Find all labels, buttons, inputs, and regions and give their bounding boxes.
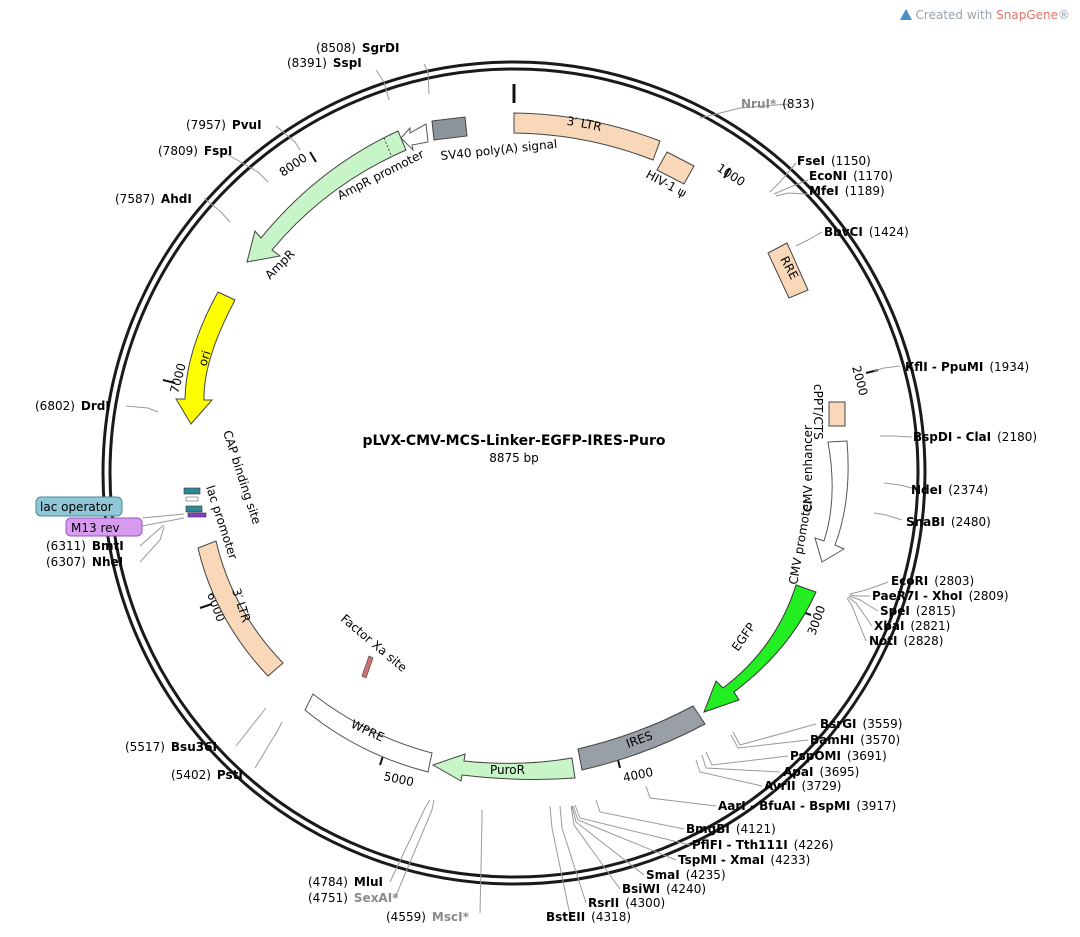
site-s8508[interactable]: (8508)SgrDI [316, 41, 399, 55]
site-s1424[interactable]: BbvCI(1424) [824, 225, 909, 239]
feature-label-cmv-enhancer: CMV enhancer [801, 425, 815, 512]
site-s3729[interactable]: AvrII(3729) [764, 779, 841, 793]
backbone-inner-ring [108, 67, 920, 879]
feature-label-factor-xa: Factor Xa site [338, 612, 410, 675]
site-s4240[interactable]: BsiWI(4240) [622, 882, 706, 896]
feature-rre[interactable] [767, 242, 809, 299]
site-s4559[interactable]: (4559)MscI* [386, 910, 470, 924]
site-s3559[interactable]: BsrGI(3559) [820, 717, 902, 731]
feature-ltr-left[interactable] [197, 540, 284, 677]
feature-label-ori: ori [196, 349, 214, 368]
sites-right: NruI*(833) FseI(1150) EcoNI(1170) MfeI(1… [546, 97, 1037, 924]
site-s8391[interactable]: (8391)SspI [287, 56, 362, 70]
feature-label-egfp: EGFP [729, 620, 758, 653]
site-s2828[interactable]: NotI(2828) [869, 634, 943, 648]
tick-label-2000: 2000 [849, 364, 870, 397]
feature-egfp[interactable] [703, 584, 817, 713]
site-s4121[interactable]: BmgBI(4121) [686, 822, 776, 836]
site-s4751[interactable]: (4751)SexAI* [308, 891, 399, 905]
site-s3695[interactable]: ApaI(3695) [783, 765, 859, 779]
tick-label-4000: 4000 [622, 765, 655, 785]
feature-ires[interactable] [577, 705, 706, 771]
site-s6311[interactable]: (6311)BmtI [46, 539, 124, 553]
feature-label-cap: CAP binding site [220, 429, 264, 526]
site-s4226[interactable]: PflFI - Tth111I(4226) [692, 838, 834, 852]
feature-ori[interactable] [175, 291, 236, 425]
lac-operator-label: lac operator [40, 500, 113, 514]
backbone-outer-ring [101, 60, 927, 886]
site-s4233[interactable]: TspMI - XmaI(4233) [678, 853, 810, 867]
site-s2821[interactable]: XbaI(2821) [874, 619, 950, 633]
site-s4318[interactable]: BstEII(4318) [546, 910, 631, 924]
snapgene-credit: Created with SnapGene® [899, 8, 1070, 22]
feature-puror[interactable] [431, 753, 576, 782]
feature-label-cppt: cPPT/CTS [811, 384, 825, 440]
feature-lac-operator-mark[interactable] [185, 505, 203, 513]
site-s1934[interactable]: KflI - PpuMI(1934) [905, 360, 1029, 374]
plasmid-name: pLVX-CMV-MCS-Linker-EGFP-IRES-Puro [363, 433, 666, 449]
tick-label-8000: 8000 [277, 150, 310, 179]
feature-ampr[interactable] [246, 130, 407, 263]
site-s2803[interactable]: EcoRI(2803) [891, 574, 974, 588]
feature-wpre[interactable] [304, 693, 433, 773]
feature-cap-site[interactable] [183, 487, 201, 495]
feature-sv40[interactable] [431, 116, 468, 141]
m13-rev-label: M13 rev [71, 521, 120, 535]
site-s4784[interactable]: (4784)MluI [308, 875, 383, 889]
site-s5402[interactable]: (5402)PstI [171, 768, 243, 782]
sites-left: (8508)SgrDI (8391)SspI (7957)PvuI (7809)… [35, 41, 470, 924]
site-s1150[interactable]: FseI(1150) [797, 154, 871, 168]
site-s1170[interactable]: EcoNI(1170) [809, 169, 893, 183]
site-s3917[interactable]: AarI - BfuAI - BspMI(3917) [718, 799, 896, 813]
site-s2480[interactable]: SnaBI(2480) [906, 515, 991, 529]
lac-operator-box[interactable] [35, 496, 123, 517]
feature-ltr-top[interactable] [513, 112, 661, 161]
boxed-labels: lac operator M13 rev [35, 496, 143, 537]
site-s4300[interactable]: RsrII(4300) [588, 896, 665, 910]
feature-cmv[interactable] [814, 440, 849, 563]
site-s7587[interactable]: (7587)AhdI [115, 192, 192, 206]
tick-label-5000: 5000 [382, 769, 415, 789]
leader-lines [125, 63, 917, 916]
site-s3691[interactable]: PspOMI(3691) [790, 749, 887, 763]
site-s2809[interactable]: PaeR7I - XhoI(2809) [872, 589, 1009, 603]
feature-label-ltr-top: 3′ LTR [566, 114, 603, 134]
feature-ampr-promoter[interactable] [400, 123, 429, 152]
site-s7809[interactable]: (7809)FspI [158, 144, 232, 158]
site-s833[interactable]: NruI*(833) [741, 97, 815, 111]
site-s2374[interactable]: NdeI(2374) [911, 483, 988, 497]
feature-hiv-psi[interactable] [656, 151, 695, 185]
site-s7957[interactable]: (7957)PvuI [186, 118, 262, 132]
feature-label-puror: PuroR [490, 763, 525, 777]
m13-rev-box[interactable] [65, 517, 143, 537]
site-s6307[interactable]: (6307)NheI [46, 555, 123, 569]
site-s1189[interactable]: MfeI(1189) [809, 184, 885, 198]
plasmid-size: 8875 bp [489, 451, 539, 465]
site-s3570[interactable]: BamHI(3570) [810, 733, 900, 747]
feature-cppt[interactable] [828, 401, 846, 427]
snapgene-logo-icon [899, 9, 912, 20]
site-s4235[interactable]: SmaI(4235) [646, 868, 726, 882]
feature-lac-promoter[interactable] [185, 496, 199, 502]
site-s2180[interactable]: BspDI - ClaI(2180) [913, 430, 1037, 444]
feature-m13-rev-mark[interactable] [187, 512, 207, 518]
ampr-promoter-divider [383, 137, 392, 156]
site-s5517[interactable]: (5517)Bsu36I [125, 740, 217, 754]
site-s2815[interactable]: SpeI(2815) [880, 604, 956, 618]
site-s6802[interactable]: (6802)DrdI [35, 399, 110, 413]
feature-factor-xa[interactable] [361, 655, 374, 679]
feature-label-cmv-promoter: CMV promoter [786, 498, 815, 586]
feature-label-sv40: SV40 poly(A) signal [440, 137, 558, 163]
tick-label-1000: 1000 [714, 161, 747, 189]
